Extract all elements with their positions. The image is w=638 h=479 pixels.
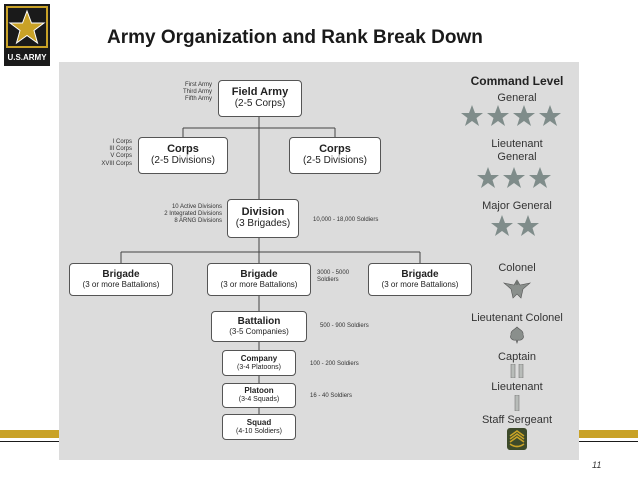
chevron-rocker-icon: [507, 428, 527, 450]
brigade-name: Brigade: [240, 268, 278, 280]
note-line: Third Army: [182, 89, 212, 96]
note-line: V Corps: [110, 153, 132, 160]
platoon-name: Platoon: [244, 386, 274, 396]
lieutenant-general-stars: [476, 166, 552, 190]
corps-sub: (2-5 Divisions): [303, 155, 367, 167]
corps-name: Corps: [167, 143, 199, 156]
platoon-size: 16 - 40 Soldiers: [310, 393, 353, 399]
brigade-center-box: Brigade (3 or more Battalions): [207, 263, 311, 296]
rank-captain-label: Captain: [498, 351, 536, 363]
oak-leaf-icon: [510, 326, 524, 344]
corps-name: Corps: [319, 143, 351, 156]
command-level-heading: Command Level: [470, 74, 564, 88]
corps-note: I Corps III Corps V Corps XVIII Corps: [85, 139, 132, 168]
army-star-icon: [8, 9, 46, 45]
corps-left-box: Corps (2-5 Divisions): [138, 137, 228, 174]
star-icon: [517, 215, 539, 236]
corps-sub: (2-5 Divisions): [151, 155, 215, 167]
squad-sub: (4-10 Soldiers): [236, 427, 282, 435]
field-army-name: Field Army: [231, 86, 289, 99]
rank-line: General: [497, 150, 537, 163]
star-icon: [503, 167, 525, 188]
brigade-left-box: Brigade (3 or more Battalions): [69, 263, 173, 296]
company-name: Company: [240, 353, 278, 363]
company-sub: (3-4 Platoons): [237, 363, 281, 371]
eagle-icon: [502, 279, 532, 299]
note-line: 2 Integrated Divisions: [164, 211, 222, 218]
rank-staff-sergeant-label: Staff Sergeant: [481, 414, 553, 426]
rank-major-general-label: Major General: [482, 200, 552, 212]
note-line: 3000 - 5000: [317, 270, 350, 276]
double-bar-icon: [510, 364, 524, 378]
star-icon: [529, 167, 551, 188]
battalion-size: 500 - 900 Soldiers: [320, 323, 369, 329]
star-icon: [477, 167, 499, 188]
rank-line: Lieutenant: [491, 138, 543, 150]
major-general-stars: [490, 214, 540, 238]
rank-colonel-label: Colonel: [498, 262, 536, 274]
battalion-sub: (3-5 Companies): [229, 326, 289, 336]
field-army-sub: (2-5 Corps): [234, 98, 286, 110]
corps-right-box: Corps (2-5 Divisions): [289, 137, 381, 174]
note-line: I Corps: [112, 139, 132, 145]
battalion-box: Battalion (3-5 Companies): [211, 311, 307, 342]
star-icon: [539, 105, 561, 126]
note-line: III Corps: [109, 146, 132, 153]
rank-lieutenant-colonel-label: Lieutenant Colonel: [471, 312, 563, 324]
division-box: Division (3 Brigades): [227, 199, 299, 238]
company-size: 100 - 200 Soldiers: [310, 361, 359, 367]
squad-box: Squad (4-10 Soldiers): [222, 414, 296, 440]
page-number: 11: [592, 460, 602, 470]
brigade-right-box: Brigade (3 or more Battalions): [368, 263, 472, 296]
field-army-note: First Army Third Army Fifth Army: [167, 82, 212, 104]
brigade-sub: (3 or more Battalions): [82, 279, 160, 289]
company-box: Company (3-4 Platoons): [222, 350, 296, 376]
brigade-size: 3000 - 5000 Soldiers: [317, 270, 349, 284]
us-army-logo: U.S.ARMY: [4, 4, 50, 66]
brigade-name: Brigade: [401, 268, 439, 280]
squad-name: Squad: [246, 417, 272, 427]
platoon-box: Platoon (3-4 Squads): [222, 383, 296, 408]
division-name: Division: [241, 206, 285, 219]
division-note: 10 Active Divisions 2 Integrated Divisio…: [126, 204, 222, 226]
logo-text: U.S.ARMY: [7, 53, 47, 62]
platoon-sub: (3-4 Squads): [238, 396, 280, 404]
rank-lieutenant-general-label: Lieutenant General: [458, 138, 576, 163]
brigade-sub: (3 or more Battalions): [381, 279, 459, 289]
rank-lieutenant-label: Lieutenant: [491, 381, 543, 393]
star-icon: [513, 105, 535, 126]
note-line: 10 Active Divisions: [171, 204, 222, 210]
note-line: Soldiers: [317, 277, 339, 284]
field-army-box: Field Army (2-5 Corps): [218, 80, 302, 117]
battalion-name: Battalion: [237, 315, 281, 327]
star-icon: [487, 105, 509, 126]
single-bar-icon: [514, 395, 520, 411]
brigade-name: Brigade: [102, 268, 140, 280]
division-size: 10,000 - 18,000 Soldiers: [313, 217, 379, 223]
note-line: Fifth Army: [184, 96, 212, 103]
general-stars: [460, 104, 562, 128]
page-title: Army Organization and Rank Break Down: [107, 27, 483, 48]
note-line: 8 ARNG Divisions: [174, 218, 222, 225]
rank-general-label: General: [497, 92, 537, 104]
note-line: XVIII Corps: [101, 160, 132, 167]
division-sub: (3 Brigades): [235, 218, 291, 230]
star-icon: [491, 215, 513, 236]
star-icon: [461, 105, 483, 126]
brigade-sub: (3 or more Battalions): [220, 279, 298, 289]
note-line: First Army: [185, 82, 212, 88]
